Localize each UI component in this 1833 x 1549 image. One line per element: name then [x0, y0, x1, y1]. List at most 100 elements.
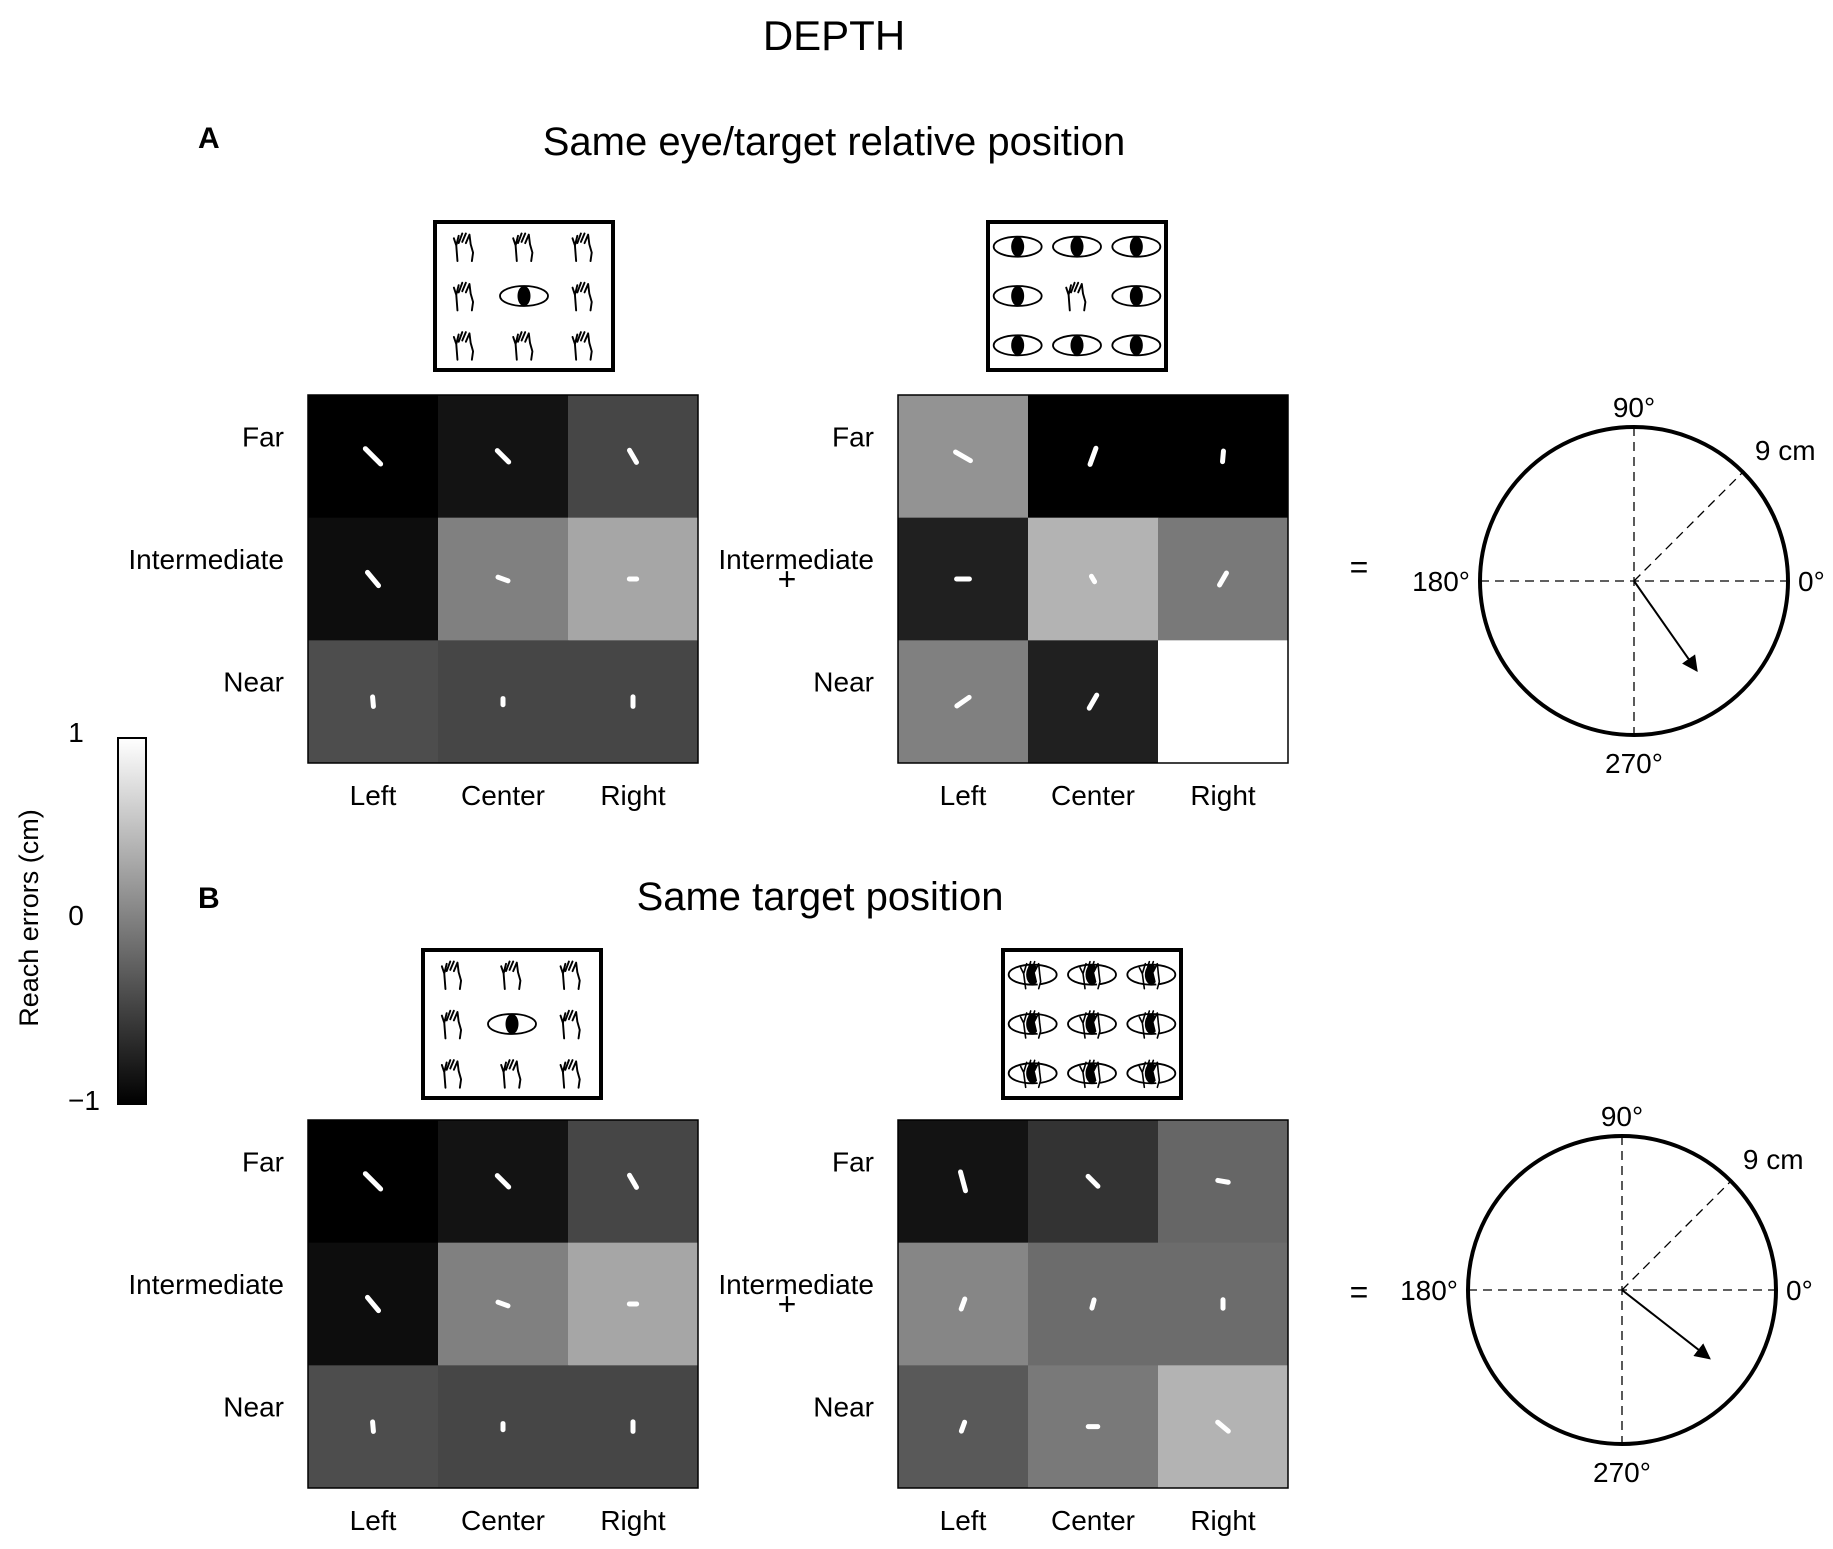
hand-icon — [512, 232, 534, 263]
inset-panel-a-right — [986, 220, 1168, 372]
error-arrow — [1217, 570, 1229, 588]
hand-on-eye-icon — [1007, 1010, 1058, 1039]
inset-panel-b-left — [421, 948, 603, 1100]
inset-panel-b-right — [1001, 948, 1183, 1100]
error-arrow — [958, 1419, 968, 1434]
hand-icon — [571, 281, 593, 312]
error-arrow — [1215, 1419, 1231, 1434]
eye-icon — [1052, 235, 1102, 258]
polar-radius-label: 9 cm — [1743, 1144, 1804, 1175]
equals-sign-b: = — [1350, 1274, 1369, 1310]
polar-angle-label: 0° — [1798, 566, 1825, 597]
y-tick-label: Far — [832, 421, 874, 452]
hand-icon — [452, 232, 475, 263]
hand-on-eye-icon — [1067, 960, 1117, 990]
polar-angle-label: 0° — [1786, 1275, 1813, 1306]
heatmap-frame — [897, 394, 1289, 764]
polar-circle — [1466, 1134, 1778, 1446]
colorbar-mid-label: 0 — [68, 900, 84, 931]
error-arrow — [362, 446, 384, 467]
polar-radius-label: 9 cm — [1755, 435, 1816, 466]
eye-icon — [499, 285, 549, 307]
x-tick-label: Center — [461, 780, 545, 811]
error-arrow — [1087, 445, 1099, 467]
y-tick-label: Far — [242, 421, 284, 452]
error-arrow — [494, 448, 512, 465]
colorbar-gradient — [117, 737, 147, 1105]
panel-b-title: Same target position — [637, 875, 1004, 919]
error-arrow — [954, 694, 972, 709]
x-tick-label: Left — [940, 1505, 987, 1536]
plus-sign-b: + — [778, 1286, 797, 1322]
error-arrow — [494, 1173, 512, 1190]
hand-icon — [559, 1059, 581, 1089]
hand-icon — [500, 1059, 522, 1089]
error-arrow — [1088, 573, 1098, 585]
error-arrow — [958, 1296, 968, 1312]
eye-icon — [1111, 235, 1162, 258]
error-arrow — [364, 569, 382, 589]
polar-angle-label: 180° — [1412, 566, 1470, 597]
heatmap-frame — [897, 1119, 1289, 1489]
error-arrow — [370, 694, 376, 709]
colorbar-axis-label: Reach errors (cm) — [14, 809, 44, 1027]
polar-angle-label: 270° — [1605, 748, 1663, 779]
heatmap-frame — [307, 394, 699, 764]
hand-icon — [512, 331, 534, 361]
error-arrow — [1086, 692, 1100, 711]
hand-icon — [452, 281, 475, 312]
x-tick-label: Right — [1190, 780, 1256, 811]
eye-icon — [487, 1013, 537, 1035]
polar-angle-label: 90° — [1601, 1101, 1643, 1132]
panel-label-b: B — [198, 882, 220, 915]
polar-plot-b: 90°180°0°270°9 cm — [1400, 1101, 1813, 1488]
hand-icon — [440, 1059, 463, 1089]
hand-icon — [440, 960, 463, 991]
error-arrow — [1085, 1173, 1101, 1189]
colorbar-min-label: −1 — [68, 1085, 100, 1116]
x-tick-label: Right — [600, 1505, 666, 1536]
polar-plot-a: 90°180°0°270°9 cm — [1412, 392, 1825, 779]
plus-sign-a: + — [778, 561, 797, 597]
error-arrow — [953, 449, 973, 464]
y-tick-label: Intermediate — [718, 544, 874, 575]
hand-icon — [559, 960, 581, 991]
x-tick-label: Right — [1190, 1505, 1256, 1536]
hand-on-eye-icon — [1067, 1010, 1117, 1039]
x-tick-label: Right — [600, 780, 666, 811]
error-arrow — [364, 1294, 382, 1314]
x-tick-label: Left — [350, 1505, 397, 1536]
hand-on-eye-icon — [1067, 1059, 1117, 1089]
y-tick-label: Intermediate — [128, 544, 284, 575]
y-tick-label: Intermediate — [718, 1269, 874, 1300]
colorbar-max-label: 1 — [68, 717, 84, 748]
polar-circle — [1478, 425, 1790, 737]
hand-on-eye-icon — [1126, 1059, 1177, 1089]
inset-panel-a-left — [433, 220, 615, 372]
eye-icon — [1052, 334, 1102, 357]
hand-icon — [440, 1009, 463, 1040]
y-tick-label: Near — [223, 667, 284, 698]
x-tick-label: Left — [350, 780, 397, 811]
polar-angle-label: 180° — [1400, 1275, 1458, 1306]
colorbar: 1 0 −1 Reach errors (cm) — [14, 717, 147, 1116]
panel-label-a: A — [198, 122, 220, 155]
eye-icon — [1111, 285, 1162, 307]
error-arrow — [362, 1171, 384, 1192]
error-arrow — [627, 1172, 639, 1190]
panel-a-title: Same eye/target relative position — [543, 120, 1126, 164]
hand-on-eye-icon — [1007, 960, 1058, 990]
error-arrow — [495, 574, 511, 584]
hand-icon — [500, 960, 522, 991]
hand-on-eye-icon — [1007, 1059, 1058, 1089]
error-arrow — [495, 1299, 511, 1309]
x-tick-label: Center — [461, 1505, 545, 1536]
error-arrow — [1220, 448, 1226, 465]
inset-layer — [421, 220, 1183, 1100]
x-tick-label: Center — [1051, 780, 1135, 811]
figure-title: DEPTH — [763, 12, 905, 59]
